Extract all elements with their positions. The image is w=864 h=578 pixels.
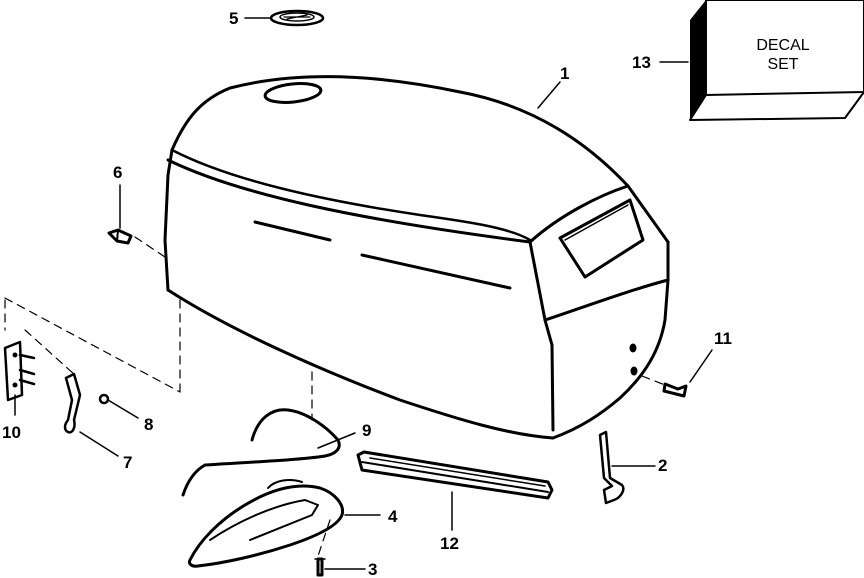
cap-part-5 xyxy=(269,9,325,27)
decal-set-box xyxy=(689,0,864,121)
decal-box-text: DECAL SET xyxy=(756,37,809,73)
callout-4: 4 xyxy=(388,507,398,526)
decal-line-2: SET xyxy=(767,56,798,73)
callout-13: 13 xyxy=(632,53,651,72)
decal-line-1: DECAL xyxy=(756,37,809,54)
callout-11: 11 xyxy=(714,329,732,348)
callout-1: 1 xyxy=(560,64,569,83)
screw-part-3 xyxy=(314,557,326,577)
leader-lines xyxy=(14,17,713,570)
callout-2: 2 xyxy=(658,456,667,475)
nut-part-8 xyxy=(98,393,110,405)
callout-8: 8 xyxy=(144,415,153,434)
alignment-lines xyxy=(4,236,666,557)
screw-part-6 xyxy=(107,228,133,245)
callout-3: 3 xyxy=(368,560,377,578)
bracket-part-2 xyxy=(598,430,625,505)
lower-cover-part-4 xyxy=(188,479,345,568)
callout-7: 7 xyxy=(123,453,132,472)
callout-12: 12 xyxy=(440,534,459,553)
seal-part-9 xyxy=(181,408,341,497)
callout-9: 9 xyxy=(362,421,371,440)
latch-part-7 xyxy=(63,372,82,434)
motor-cover xyxy=(163,75,670,440)
bracket-part-10 xyxy=(3,340,36,402)
callout-5: 5 xyxy=(229,9,238,28)
callout-labels: 1 2 3 4 5 6 7 8 9 10 11 12 13 xyxy=(2,9,732,578)
callout-6: 6 xyxy=(113,163,122,182)
rubber-strip-part-12 xyxy=(356,450,554,500)
screw-part-11 xyxy=(662,382,688,398)
callout-10: 10 xyxy=(2,423,21,442)
